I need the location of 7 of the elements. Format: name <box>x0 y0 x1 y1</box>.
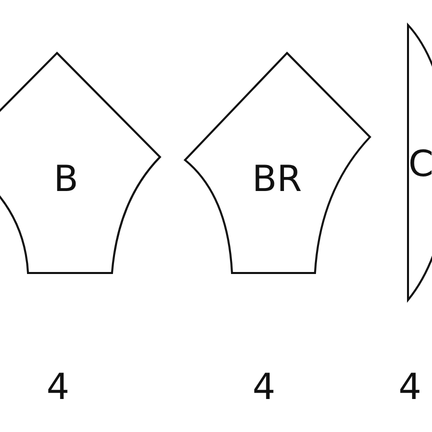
piece-letter: BR <box>252 162 302 198</box>
piece-count: 4 <box>46 370 70 406</box>
pattern-piece <box>182 50 374 276</box>
piece-letter: C <box>408 147 432 183</box>
piece-count: 4 <box>252 370 276 406</box>
piece-count: 4 <box>398 370 422 406</box>
piece-letter: B <box>54 162 78 198</box>
